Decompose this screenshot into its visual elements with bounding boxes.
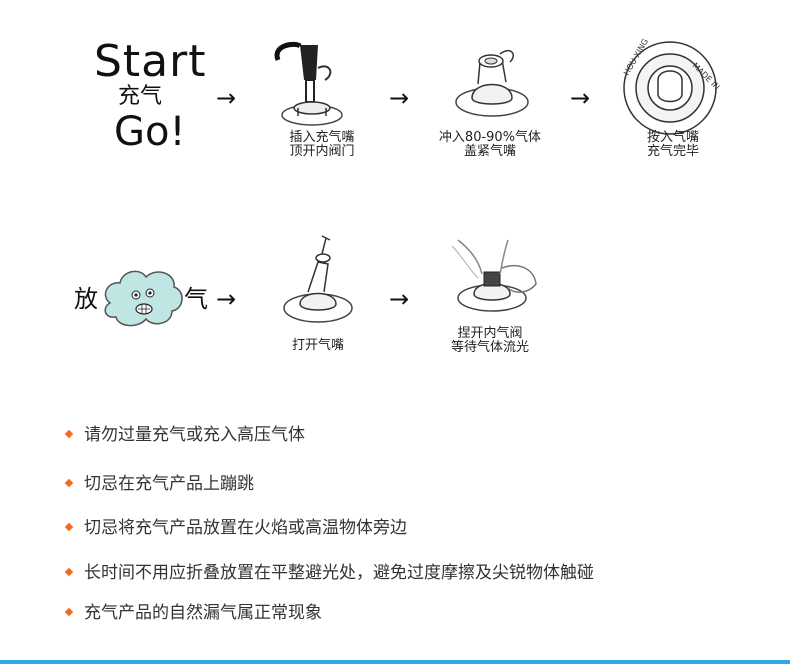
arrow-icon: → <box>216 84 237 112</box>
deflate-label-left: 放 <box>74 285 98 313</box>
valve-cap-illustration <box>455 50 529 117</box>
tip-text: 充气产品的自然漏气属正常现象 <box>84 603 322 623</box>
step-insert-caption-1: 插入充气嘴 <box>289 130 355 145</box>
arrow-icon: → <box>389 285 410 313</box>
squeeze-valve-illustration <box>451 239 537 312</box>
valve-open-illustration <box>283 235 353 323</box>
pump-nozzle-illustration <box>274 41 343 126</box>
step-insert-caption-2: 顶开内阀门 <box>289 144 355 159</box>
cloud-face-icon <box>104 270 183 327</box>
valve-top-view-illustration: MADE IN HOU XING <box>622 37 721 135</box>
list-item: 请勿过量充气或充入高压气体 <box>64 424 305 446</box>
step-open-caption: 打开气嘴 <box>291 338 344 353</box>
tip-text: 请勿过量充气或充入高压气体 <box>84 425 305 445</box>
bullet-icon <box>64 429 74 439</box>
arrow-icon: → <box>389 84 410 112</box>
step-fill-caption-1: 冲入80-90%气体 <box>438 130 542 145</box>
step-release-caption-2: 等待气体流光 <box>450 340 529 355</box>
inflate-label: 充气 <box>118 84 163 109</box>
deflate-label-right: 气 <box>184 285 208 313</box>
bullet-icon <box>64 522 74 532</box>
step-release-caption-1: 捏开内气阀 <box>457 326 523 341</box>
list-item: 切忌在充气产品上蹦跳 <box>64 473 254 495</box>
tip-text: 切忌将充气产品放置在火焰或高温物体旁边 <box>84 518 407 538</box>
tip-text: 切忌在充气产品上蹦跳 <box>84 474 254 494</box>
list-item: 充气产品的自然漏气属正常现象 <box>64 602 322 624</box>
arrow-icon: → <box>216 285 237 313</box>
step-press-caption-1: 按入气嘴 <box>646 130 699 145</box>
go-label: Go! <box>114 109 186 155</box>
step-fill-caption-2: 盖紧气嘴 <box>463 144 516 159</box>
bullet-icon <box>64 567 74 577</box>
tip-text: 长时间不用应折叠放置在平整避光处，避免过度摩擦及尖锐物体触碰 <box>84 563 594 583</box>
list-item: 切忌将充气产品放置在火焰或高温物体旁边 <box>64 517 407 539</box>
bottom-divider <box>0 660 790 664</box>
bullet-icon <box>64 607 74 617</box>
bullet-icon <box>64 478 74 488</box>
step-press-caption-2: 充气完毕 <box>646 144 699 159</box>
start-title: Start <box>94 36 207 87</box>
arrow-icon: → <box>570 84 591 112</box>
list-item: 长时间不用应折叠放置在平整避光处，避免过度摩擦及尖锐物体触碰 <box>64 562 594 584</box>
